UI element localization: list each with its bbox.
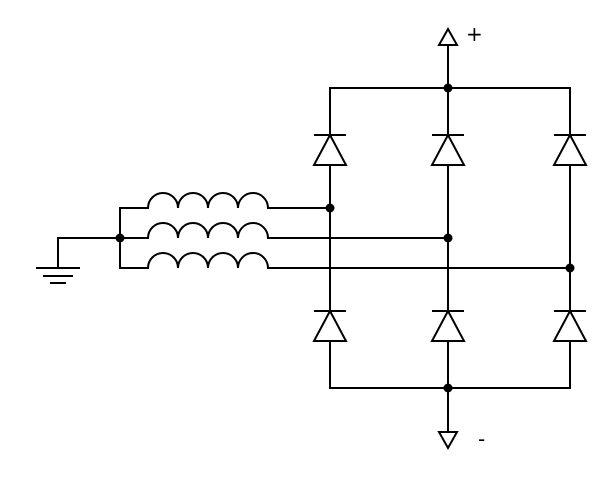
junction-dot [443,233,453,243]
inductor-common-bus [115,207,149,269]
junction-dot [115,233,125,243]
diode-lower-1 [312,308,348,342]
negative-rail [329,340,571,433]
junction-dot [443,383,453,393]
bridge-leg-2 [430,132,466,342]
positive-terminal-label: + [466,22,483,46]
diode-lower-2 [430,308,466,342]
bridge-leg-3 [552,132,588,342]
inductor-3 [147,252,571,269]
diode-upper-2 [430,132,466,166]
positive-rail [329,44,571,136]
negative-terminal-label: - [478,427,485,451]
junction-dot [565,263,575,273]
diode-upper-3 [552,132,588,166]
diode-upper-1 [312,132,348,166]
positive-terminal: + [437,22,483,46]
inductor-2 [147,222,449,239]
negative-terminal: - [437,427,485,451]
inductor-1 [147,192,331,209]
diode-lower-3 [552,308,588,342]
bridge-leg-1 [312,132,348,342]
junction-dot [325,203,335,213]
ground-symbol [36,237,121,284]
junction-dot [443,83,453,93]
